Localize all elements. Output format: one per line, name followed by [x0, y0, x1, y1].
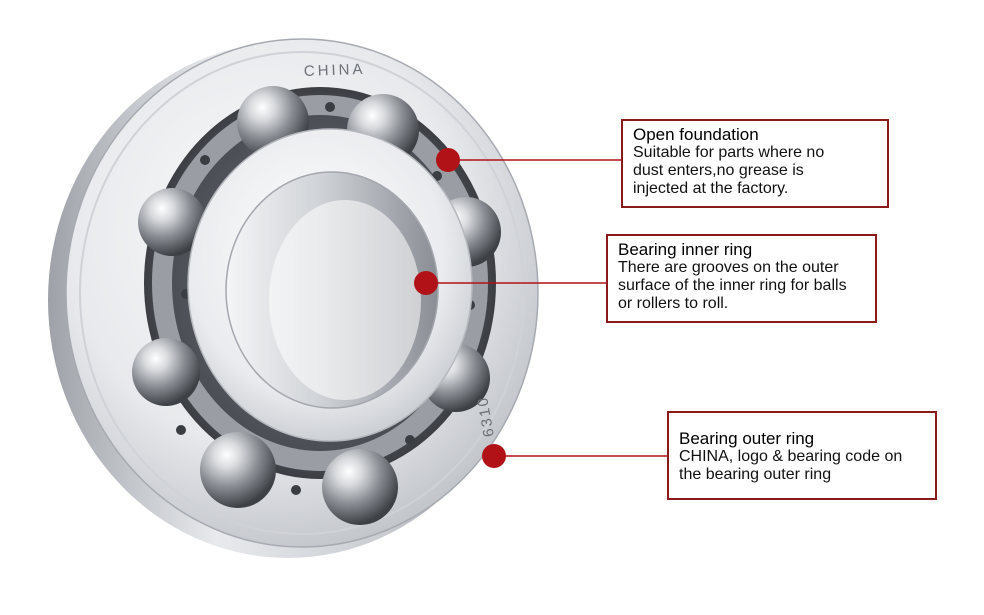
callout-line: Suitable for parts where no [633, 144, 825, 161]
marking-code: 6310 [474, 395, 498, 439]
callout-bearing-inner-ring: Bearing inner ring There are grooves on … [606, 234, 877, 323]
callout-title: Bearing outer ring [679, 429, 815, 448]
callout-open-foundation: Open foundation Suitable for parts where… [621, 119, 889, 208]
callout-line: dust enters,no grease is [633, 162, 804, 179]
callout-line: the bearing outer ring [679, 466, 832, 483]
bore-shadow [269, 200, 421, 400]
callout-line: or rollers to roll. [618, 295, 729, 312]
marker-outer-ring [482, 444, 506, 468]
rivet [200, 155, 210, 165]
callout-bearing-outer-ring: Bearing outer ring CHINA, logo & bearing… [667, 411, 937, 500]
rivet [325, 102, 335, 112]
marker-open-foundation [436, 148, 460, 172]
ball [322, 449, 398, 525]
callout-line: surface of the inner ring for balls [618, 277, 847, 294]
callout-title: Bearing inner ring [618, 240, 753, 259]
marking-china: CHINA [304, 61, 366, 80]
outer-ring-edge [79, 51, 525, 535]
rivet [405, 435, 415, 445]
rivet [291, 485, 301, 495]
ball [132, 338, 200, 406]
callout-line: injected at the factory. [633, 180, 789, 197]
rivet [176, 425, 186, 435]
marker-inner-ring [414, 271, 438, 295]
ball [138, 188, 206, 256]
callout-title: Open foundation [633, 125, 759, 144]
callout-line: CHINA, logo & bearing code on [679, 448, 903, 465]
ball [200, 432, 276, 508]
callout-leaders [414, 148, 667, 468]
callout-line: There are grooves on the outer [618, 259, 839, 276]
